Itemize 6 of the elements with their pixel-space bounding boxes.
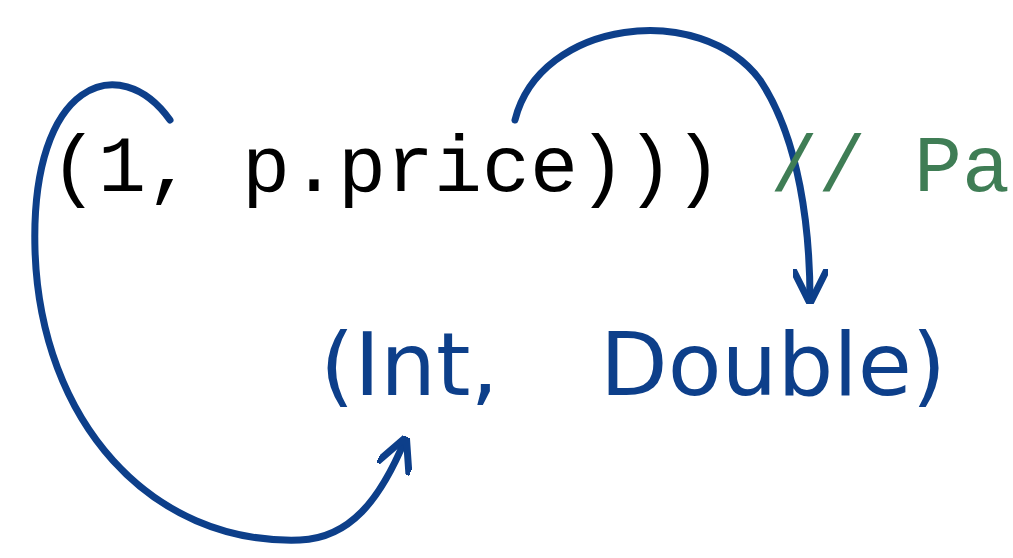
handwritten-text: Double) xyxy=(600,290,947,440)
curved-arrow xyxy=(31,81,412,544)
code-text: (1, xyxy=(50,120,195,220)
curved-arrow xyxy=(511,27,831,307)
handwritten-text: (Int, xyxy=(320,290,499,440)
code-text: p.price))) xyxy=(242,120,723,220)
